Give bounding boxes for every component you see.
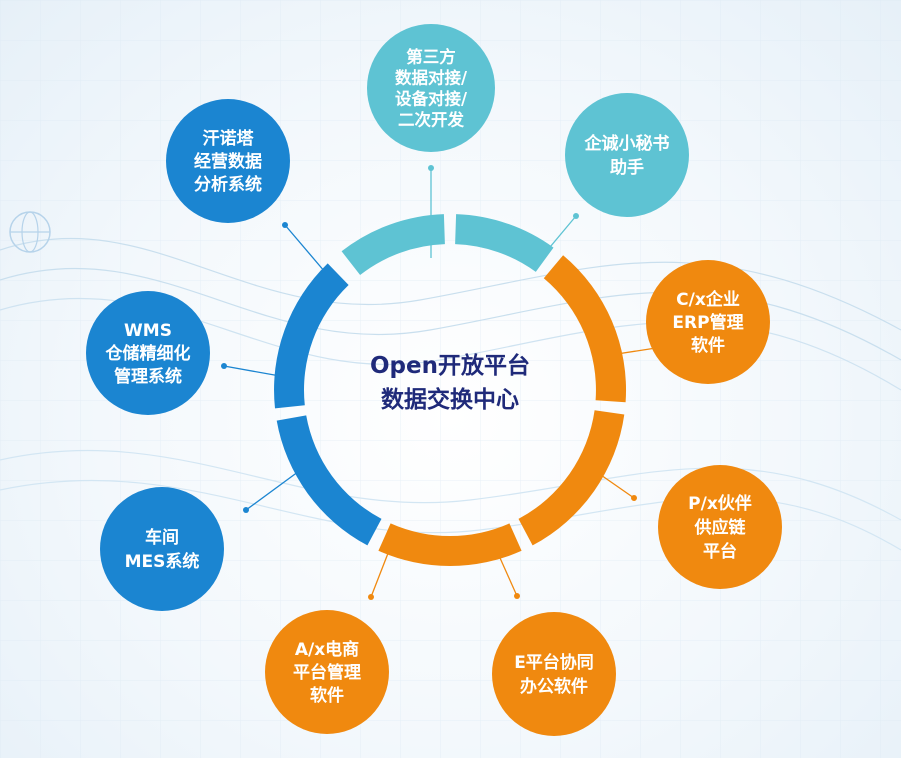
node-circle: [492, 612, 616, 736]
node-circle: [265, 610, 389, 734]
connector-dot: [514, 593, 520, 599]
node-label-line: 助手: [610, 157, 644, 178]
node-mes: 车间 MES系统: [100, 487, 224, 611]
connector-line: [223, 365, 281, 377]
connector-dot: [631, 495, 637, 501]
connector-dot: [368, 594, 374, 600]
node-circle: [658, 465, 782, 589]
connector-line: [284, 224, 326, 273]
node-label-line: C/x企业: [676, 289, 740, 310]
ring-segment: [455, 214, 554, 272]
ring-segment: [543, 255, 627, 403]
node-label-line: 二次开发: [398, 109, 465, 129]
node-label-line: 数据对接/: [395, 67, 468, 87]
node-label-line: P/x伙伴: [688, 493, 752, 514]
node-label-line: 经营数据: [194, 151, 262, 172]
node-circle: [100, 487, 224, 611]
connector-dot: [428, 165, 434, 171]
node-label-line: 车间: [145, 527, 179, 548]
node-label-line: 平台管理: [293, 662, 361, 683]
node-label-line: 汗诺塔: [203, 128, 255, 149]
connector-dot: [221, 363, 227, 369]
node-label-line: 办公软件: [520, 676, 588, 697]
node-label-line: MES系统: [125, 551, 200, 572]
node-label-line: 供应链: [694, 517, 747, 538]
hub-title-line-2: 数据交换中心: [381, 386, 519, 413]
node-circle: [565, 93, 689, 217]
node-label-line: 软件: [691, 335, 725, 356]
ring-segment: [274, 263, 349, 409]
node-label-line: WMS: [124, 321, 172, 341]
node-label-line: 平台: [703, 541, 737, 562]
node-circle: [367, 24, 495, 152]
connector-dot: [573, 213, 579, 219]
node-label-line: 设备对接/: [395, 88, 468, 108]
node-circle: [646, 260, 770, 384]
node-circle: [86, 291, 210, 415]
ring-segment: [341, 214, 445, 275]
node-label-line: 管理系统: [114, 366, 182, 387]
node-circle: [166, 99, 290, 223]
node-label-line: 分析系统: [194, 174, 262, 195]
connector-dot: [243, 507, 249, 513]
hub-title-line-1: Open开放平台: [370, 352, 530, 379]
node-label-line: E平台协同: [514, 652, 594, 673]
node-label-line: A/x电商: [295, 639, 359, 660]
ring-segment: [518, 410, 625, 546]
hub-ring: [274, 214, 627, 567]
node-label-line: ERP管理: [672, 312, 743, 333]
node-label-line: 企诚小秘书: [584, 133, 670, 154]
node-label-line: 仓储精细化: [105, 343, 191, 364]
ring-segment: [276, 415, 382, 546]
ring-segment: [378, 523, 522, 567]
connector-dot: [282, 222, 288, 228]
node-label-line: 软件: [310, 685, 344, 706]
node-label-line: 第三方: [406, 46, 456, 66]
globe-icon: [9, 211, 51, 253]
hub-center: Open开放平台 数据交换中心: [370, 352, 530, 413]
system-nodes: 第三方数据对接/设备对接/二次开发企诚小秘书助手C/x企业ERP管理软件P/x伙…: [86, 24, 782, 736]
